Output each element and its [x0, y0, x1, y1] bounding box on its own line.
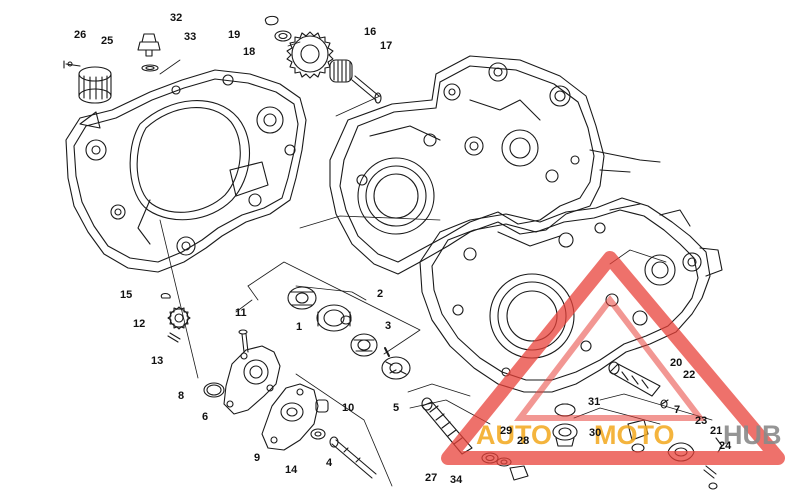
callout-13: 13 [151, 355, 163, 367]
side-cover [65, 69, 307, 273]
callout-20: 20 [670, 357, 682, 369]
o-ring [203, 382, 225, 398]
callout-24: 24 [719, 440, 732, 452]
callout-26: 26 [74, 29, 86, 41]
callout-33: 33 [184, 31, 196, 43]
pump-body [223, 345, 281, 415]
callout-17: 17 [380, 40, 392, 52]
callout-32: 32 [170, 12, 182, 24]
callout-5: 5 [393, 402, 399, 414]
needle-bearing [329, 59, 382, 104]
pump-rotor-set [287, 286, 411, 380]
callout-11: 11 [235, 307, 247, 319]
callout-3: 3 [385, 320, 391, 332]
callout-10: 10 [342, 402, 354, 414]
circlip [264, 15, 292, 42]
callout-1: 1 [296, 321, 302, 333]
callout-22: 22 [683, 369, 695, 381]
dowel-and-shaft [238, 329, 377, 479]
callout-9: 9 [254, 452, 260, 464]
brand-auto-text: AUTO [476, 420, 552, 450]
callout-8: 8 [178, 390, 184, 402]
callout-4: 4 [326, 457, 333, 469]
crankcase-upper-half [329, 55, 661, 275]
callout-34: 34 [450, 474, 463, 486]
callout-15: 15 [120, 289, 132, 301]
callout-19: 19 [228, 29, 240, 41]
callout-2: 2 [377, 288, 383, 300]
callout-14: 14 [285, 464, 298, 476]
callout-31: 31 [588, 396, 600, 408]
brand-hub-text: HUB [723, 420, 782, 450]
callout-29: 29 [500, 425, 512, 437]
oil-drain-plug [137, 33, 161, 72]
pump-cover [261, 383, 319, 451]
callout-21: 21 [710, 425, 722, 437]
brand-moto-text: MOTO [594, 420, 675, 450]
oil-strainer-20 [608, 361, 661, 397]
callout-12: 12 [133, 318, 145, 330]
callout-23: 23 [695, 415, 707, 427]
callout-16: 16 [364, 26, 376, 38]
callout-30: 30 [589, 427, 601, 439]
callout-25: 25 [101, 35, 113, 47]
callout-labels: 1 2 3 4 5 6 7 8 9 10 11 12 13 14 15 16 1… [74, 12, 732, 486]
callout-7: 7 [674, 404, 680, 416]
output-sprocket [286, 31, 334, 79]
oil-strainer-27 [421, 397, 473, 455]
callout-27: 27 [425, 472, 437, 484]
pump-gear [160, 292, 191, 343]
callout-18: 18 [243, 46, 255, 58]
callout-28: 28 [517, 435, 529, 447]
callout-6: 6 [202, 411, 208, 423]
oil-filter-assembly [63, 60, 112, 104]
watermark-logo: AUTO MOTO HUB [441, 251, 785, 465]
